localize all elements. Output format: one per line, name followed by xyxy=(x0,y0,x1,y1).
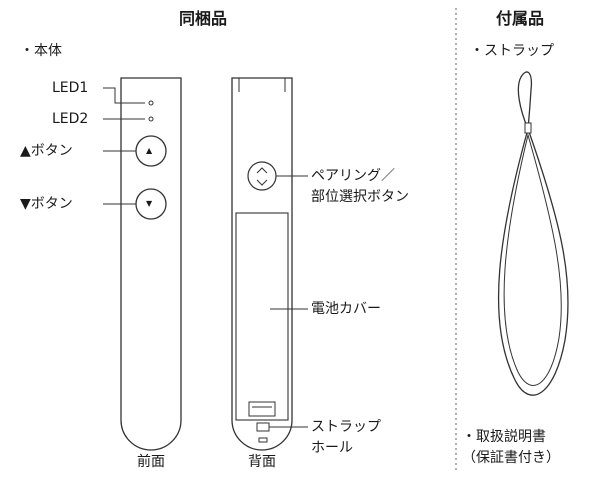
label-strap-hole-line1: ストラップ xyxy=(311,419,381,435)
cover-latch xyxy=(248,401,276,417)
header-accessories: 付属品 xyxy=(496,9,545,28)
led2-indicator xyxy=(148,116,154,122)
label-pairing-line2: 部位選択ボタン xyxy=(311,189,409,205)
pairing-down-chevron xyxy=(256,179,268,186)
pairing-up-chevron xyxy=(256,167,268,174)
label-led1: LED1 xyxy=(52,80,89,96)
label-manual-line1: ・取扱説明書 xyxy=(462,429,546,445)
label-manual-line2: （保証書付き） xyxy=(462,450,560,466)
label-strap: ・ストラップ xyxy=(470,43,554,59)
battery-cover-shape xyxy=(235,212,289,421)
label-back: 背面 xyxy=(248,454,276,470)
led1-leader xyxy=(103,87,145,104)
led1-indicator xyxy=(148,100,154,106)
header-in-box: 同梱品 xyxy=(179,9,228,28)
strap-hole-shape xyxy=(256,422,270,432)
label-down-button: ▼ボタン xyxy=(20,196,73,212)
down-arrow-icon: ▼ボタン xyxy=(20,196,73,212)
label-strap-hole-line2: ホール xyxy=(311,440,353,456)
strap-loop-outer xyxy=(497,71,569,396)
label-battery-cover: 電池カバー xyxy=(311,301,381,317)
down-button-glyph: ▼ xyxy=(146,199,153,208)
label-pairing-line1: ペアリング／ xyxy=(311,168,395,184)
up-button-glyph: ▲ xyxy=(146,146,153,155)
label-led2: LED2 xyxy=(52,111,89,127)
front-device-body xyxy=(120,77,182,451)
label-main-unit: ・本体 xyxy=(20,43,62,59)
pairing-button-shape xyxy=(247,161,277,191)
up-arrow-icon: ▲ボタン xyxy=(20,143,73,159)
label-front: 前面 xyxy=(137,454,165,470)
label-up-button: ▲ボタン xyxy=(20,143,73,159)
strap-clasp xyxy=(524,122,532,134)
strap-hole-slot xyxy=(258,437,268,443)
strap-loop-inner xyxy=(503,133,562,386)
